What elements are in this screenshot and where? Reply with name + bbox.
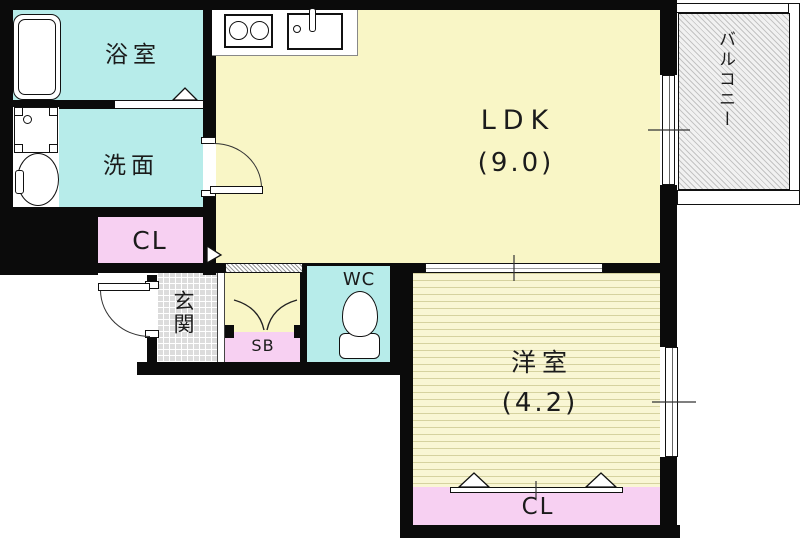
bath-label: 浴室 (105, 42, 161, 68)
ldk-window-mullion (668, 76, 670, 184)
bathtub-inner (18, 19, 56, 95)
wall-right-c (660, 457, 677, 538)
stove-icon (224, 14, 273, 48)
room-western (413, 273, 660, 487)
bath-door (115, 100, 203, 109)
sb-jamb-right (294, 325, 303, 338)
western-sliding-track (426, 268, 602, 269)
western-window-mullion (671, 348, 673, 456)
wall-right-b (660, 185, 677, 347)
closet2-label: CL (521, 494, 555, 520)
wall-bottom-left (137, 362, 413, 375)
western-size-label: (4.2) (501, 388, 579, 418)
wall-under-closet (0, 263, 225, 273)
wash-door-jamb-top (201, 137, 216, 144)
closet2-track (450, 487, 623, 493)
washer-foot (49, 107, 58, 116)
shoebox-alcove (225, 273, 303, 332)
stove-burner-right (250, 21, 269, 40)
wall-right-a (660, 0, 677, 75)
wall-entry-bottom (147, 332, 157, 363)
wall-sb-wc (300, 266, 307, 362)
washing-machine-icon (14, 107, 58, 153)
western-window (665, 347, 678, 457)
wc-label: WC (342, 269, 376, 290)
sink-drain (293, 25, 301, 33)
entry-door-leaf (98, 283, 150, 291)
wall-wash-closet (98, 207, 203, 217)
wall-top (0, 0, 676, 10)
washer-foot (14, 144, 23, 153)
ldk-label: LDK (480, 105, 556, 136)
ldk-size-label: (9.0) (477, 148, 555, 178)
sb-jamb-left (225, 325, 234, 338)
wall-western-top-b (603, 263, 660, 273)
wash-door-leaf (210, 186, 263, 194)
stove-burner-left (229, 21, 248, 40)
wall-western-left (400, 375, 413, 538)
genkan-step (217, 273, 225, 362)
wall-wc-top-line (307, 263, 390, 266)
balcony-label: バルコニー (715, 30, 735, 130)
faucet-icon (309, 8, 316, 32)
room-closet1 (98, 217, 203, 263)
wall-western-top-a (413, 263, 425, 273)
wall-bath-wash (13, 100, 115, 109)
entry-door-arc (100, 290, 150, 337)
wall-wc-western (390, 263, 413, 375)
washer-drain (23, 115, 32, 124)
wall-left (0, 0, 13, 275)
wall-bottom-right (400, 525, 680, 538)
shoebox-label: SB (251, 336, 275, 355)
closet1-label: CL (132, 226, 168, 255)
western-sliding-door (425, 263, 603, 273)
balcony-rail-top (676, 3, 800, 13)
balcony-deck (678, 13, 790, 190)
room-genkan (157, 273, 217, 362)
genkan-label: 玄関 (171, 290, 195, 336)
basin-tap (15, 170, 24, 194)
western-label: 洋室 (510, 348, 574, 377)
bathtub-icon (13, 14, 61, 100)
toilet-icon (342, 291, 378, 337)
sb-opening (225, 263, 303, 273)
washer-foot (49, 144, 58, 153)
washroom-label: 洗面 (103, 153, 159, 179)
room-shoebox (225, 332, 303, 362)
sink-icon (287, 13, 343, 50)
balcony-rail-bottom (677, 190, 800, 205)
ldk-balcony-window (662, 75, 675, 185)
washer-foot (14, 107, 23, 116)
